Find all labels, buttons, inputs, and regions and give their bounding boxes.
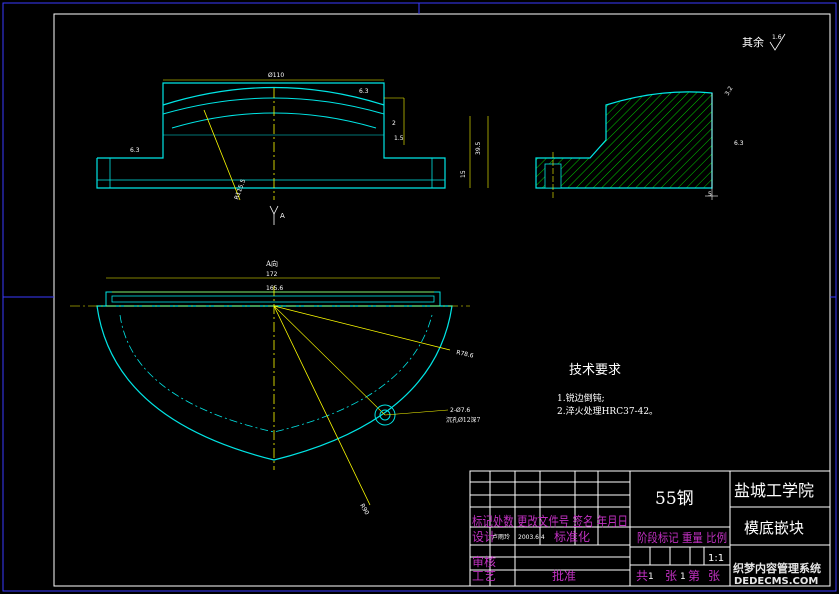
title-sheet-label: 第 [688,569,700,583]
front-dim-step: 2 [392,120,396,127]
view-arrow-label: A [280,212,285,220]
sheet-inner-border [53,13,831,587]
title-sheet-num: 1 [680,572,686,582]
watermark-line-1: 织梦内容管理系统 [733,561,821,575]
tech-requirements-item: 2.淬火处理HRC37-42。 [557,405,658,417]
title-block [469,470,831,587]
title-design-date: 2003.6.4 [518,534,545,541]
plan-dim-outer-width: 172 [266,271,278,278]
title-reviewer: 审核 [472,554,496,569]
title-designer-name: 卢雨玲 [492,533,510,541]
title-standardize: 标准化 [554,530,590,544]
watermark-line-2: DEDECMS.COM [734,576,818,587]
front-dim-top-width: Ø110 [268,72,284,79]
plan-view [70,277,470,506]
plan-hole-note-2: 沉孔Ø12深7 [446,416,481,424]
front-dim-step2: 1.5 [394,135,404,142]
section-dim-width: 5 [708,191,712,198]
plan-section-label: A向 [265,259,278,268]
title-designer: 设计 [472,530,496,544]
front-roughness-top: 6.3 [359,88,369,95]
title-part-name: 模底嵌块 [744,519,804,537]
plan-dim-radius-2: R90 [358,503,370,517]
section-view [535,91,718,200]
title-sheet-total-unit: 张 [665,569,677,583]
plan-dim-inner-width: 165.6 [266,285,283,292]
title-sheet-unit: 张 [708,569,720,583]
front-view [96,79,489,225]
title-approve: 批准 [552,568,576,583]
front-roughness-left: 6.3 [130,147,140,154]
roughness-note-value: 1.6 [772,34,782,41]
title-stage-labels: 阶段标记 重量 比例 [637,530,727,545]
title-school: 盐城工学院 [734,481,814,500]
plan-hole-note-1: 2-Ø7.6 [450,407,470,414]
roughness-note-label: 其余 [742,35,764,49]
roughness-symbol-icon [769,33,786,51]
front-dim-height-total: 39.5 [475,141,482,155]
tech-requirements-item: 1.锐边倒钝; [557,392,605,404]
tech-requirements-title: 技术要求 [569,363,621,378]
title-process: 工艺 [472,569,496,583]
front-dim-height-lower: 15 [460,170,467,178]
section-roughness-top: 3.2 [724,85,735,97]
title-row-labels: 标记处数 更改文件号 签名 年月日 [472,514,628,530]
section-roughness-side: 6.3 [734,140,744,147]
title-sheet-total: 共 [636,569,648,583]
title-material: 55钢 [655,489,694,509]
title-sheet-total-num: 1 [648,572,654,582]
plan-dim-radius: R78.6 [456,349,475,360]
title-scale: 1:1 [708,553,724,564]
